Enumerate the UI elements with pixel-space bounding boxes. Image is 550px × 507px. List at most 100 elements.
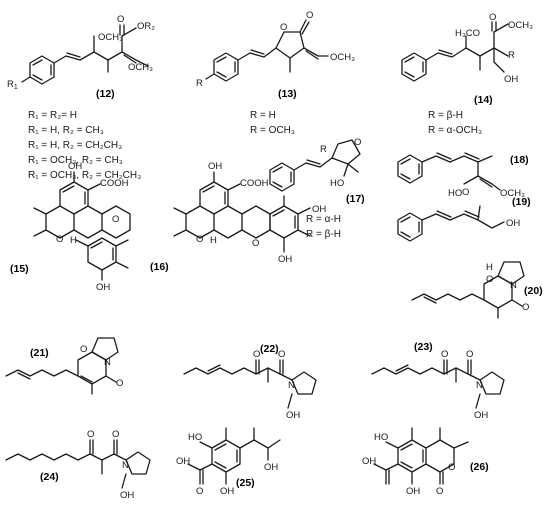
c16-oh-bot-label: OH [278,254,292,265]
c16-oh-top-label: OH [208,161,222,172]
compound-12: OCH₃ O OR₂ OCH₃ R1 (12) R₁ = R₂= H R₁ = … [7,14,155,181]
c20-h-label: H [486,262,493,273]
c22-oh-label: OH [286,410,300,421]
c12-sub-2: R₁ = H, R₂ = CH₃ [28,125,104,136]
c12-ome1-label: OCH₃ [98,32,123,43]
c20-n-label: N [510,280,517,291]
c15-oh-top-label: OH [68,161,82,172]
c24-o2-label: O [112,429,119,440]
compound-22: O O N OH (22) [183,343,317,421]
c17-sub-2: R = β-H [306,229,341,240]
c26-oh-label: OH [362,456,376,467]
c13-sub-1: R = H [250,110,276,121]
c21-o2-label: O [116,378,123,389]
c15-o2-label: O [112,214,119,225]
c18-ome-label: OCH₃ [500,188,525,199]
c14-label: (14) [474,94,493,106]
c21-o-label: O [80,344,87,355]
c22-o1-label: O [253,349,260,360]
c12-label: (12) [96,88,115,100]
c15-o1-label: O [56,234,63,245]
c26-label: (26) [470,461,489,473]
c20-o2-label: O [522,302,529,313]
c19-oh-label: OH [506,218,520,229]
compound-24: O O N OH (24) [5,429,151,501]
c14-oh-label: OH [504,74,518,85]
c17-label: (17) [346,193,365,205]
compound-14: H₃CO O OCH₃ R OH (14) R = β-H R = α-OCH₃ [401,12,533,136]
c13-ome-label: OCH₃ [330,52,355,63]
c16-oh-r-label: OH [312,204,326,215]
c23-label: (23) [414,341,433,353]
c14-sub-1: R = β-H [428,110,463,121]
c26-ho-label: HO [374,432,388,443]
c20-label: (20) [524,285,543,297]
c18-o-label: O [462,187,469,198]
compound-16: OH COOH O O H OH OH (16) [150,161,326,273]
c17-sub-1: R = α-H [306,214,341,225]
c18-label: (18) [510,154,529,166]
c22-n-label: N [288,380,295,391]
c22-o2-label: O [278,349,285,360]
c13-o-carbonyl-label: O [306,10,313,21]
c16-cooh-label: COOH [240,178,269,189]
c13-o-ring-label: O [280,22,287,33]
c25-ho-label: HO [188,432,202,443]
c24-o1-label: O [87,429,94,440]
c25-oh-b-label: OH [220,486,234,497]
c19-label: (19) [512,196,531,208]
c23-o1-label: O [441,349,448,360]
c15-h-label: H [70,235,77,246]
c24-oh-label: OH [120,490,134,501]
c24-n-label: N [122,460,129,471]
c12-sub-1: R₁ = R₂= H [28,110,77,121]
c21-n-label: N [104,357,111,368]
c16-label: (16) [150,261,169,273]
c14-h3co-label: H₃CO [455,28,480,39]
compound-20: H O N O (20) [411,261,543,319]
c24-label: (24) [40,471,59,483]
c12-r1-label: R1 [7,79,18,91]
c22-label: (22) [260,343,279,355]
c15-oh-bot-label: OH [96,282,110,293]
compound-18: O HO OCH₃ (18) [397,152,529,199]
compound-23: O O N OH (23) [371,341,505,421]
c16-o2-label: O [252,238,259,249]
c13-sub-2: R = OCH₃ [250,125,295,136]
c17-ho-label: HO [330,178,344,189]
c12-sub-4: R₁ = OCH₃, R₂ = CH₃ [28,155,123,166]
c18-ho-label: HO [448,188,462,199]
compound-17: O R HO (17) R = α-H R = β-H [269,137,365,240]
compound-21: O N O (21) [5,337,123,395]
c14-o-label: O [489,12,496,23]
c23-n-label: N [476,380,483,391]
c25-oh1-label: OH [176,456,190,467]
c13-r-label: R [196,78,203,89]
c23-o2-label: O [466,349,473,360]
c14-och3-label: OCH₃ [508,20,533,31]
c12-sub-5: R₁ = OCH₃, R₂ = CH₂CH₃ [28,170,141,181]
c16-o1-label: O [196,234,203,245]
compound-25: HO OH O OH OH (25) [176,427,281,497]
c12-sub-3: R₁ = H, R₂ = CH₂CH₃ [28,140,122,151]
c25-oh2-label: OH [264,462,278,473]
compound-15: OH COOH O O H OH (15) [10,161,131,293]
c17-r-label: R [320,144,327,155]
c16-h-label: H [210,235,217,246]
c23-oh-label: OH [474,410,488,421]
c26-o1-label: O [448,462,455,473]
c14-r-label: R [508,50,515,61]
c15-label: (15) [10,263,29,275]
c20-o-label: O [486,274,493,285]
c12-ome2-label: OCH₃ [128,62,153,73]
c14-sub-2: R = α-OCH₃ [428,125,482,136]
c12-o-label: O [117,14,124,25]
c26-oh2-label: OH [406,486,420,497]
compound-13: O O OCH₃ R (13) R = H R = OCH₃ [196,10,355,136]
c25-label: (25) [236,477,255,489]
c25-o-label: O [196,486,203,497]
compound-26: HO O O OH OH (26) [362,427,489,497]
c12-or2-label: OR₂ [137,21,155,32]
c17-o-label: O [354,137,361,148]
